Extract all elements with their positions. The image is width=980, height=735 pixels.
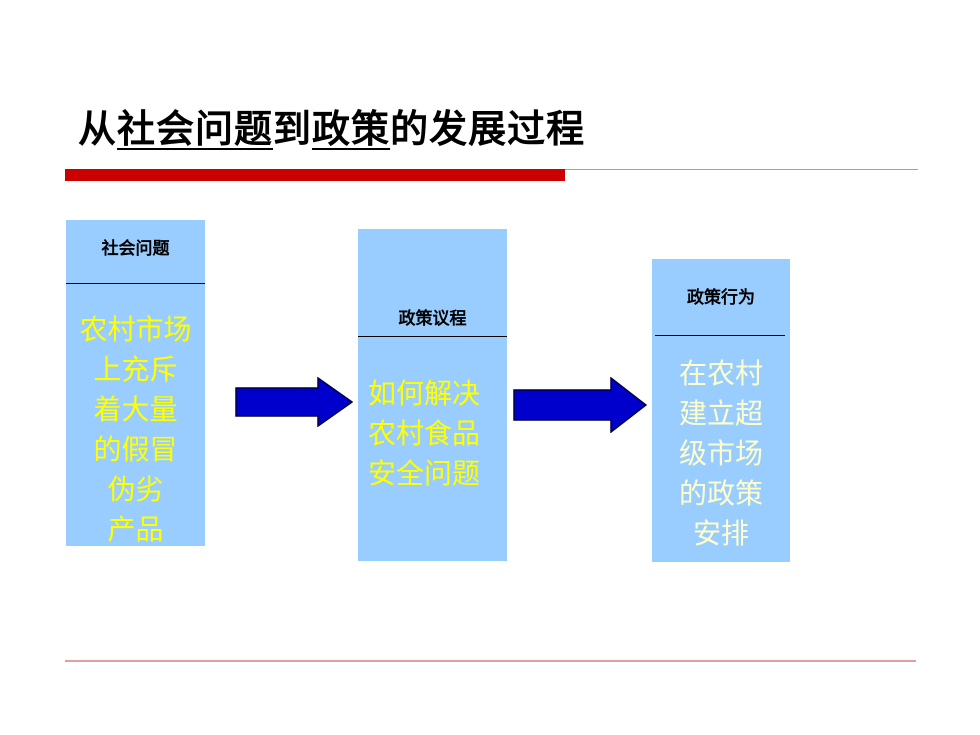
social-problem-box: 社会问题 农村市场 上充斥 着大量 的假冒 伪劣 产品 [66, 220, 205, 546]
policy-agenda-divider [358, 336, 507, 337]
title-part-social-problem: 社会问题 [117, 106, 274, 151]
social-problem-divider [66, 283, 205, 284]
policy-action-divider [655, 335, 785, 336]
title-part-to: 到 [273, 106, 313, 151]
social-problem-text: 农村市场 上充斥 着大量 的假冒 伪劣 产品 [79, 313, 192, 546]
arrow-right-icon [513, 377, 647, 433]
policy-action-text: 在农村 建立超 级市场 的政策 安排 [678, 357, 763, 550]
arrow-right-icon [235, 377, 353, 427]
title-part-process: 的发展过程 [390, 106, 586, 151]
footer-divider-line [65, 660, 916, 662]
slide-title: 从社会问题到政策的发展过程 [78, 98, 585, 153]
social-problem-heading: 社会问题 [101, 239, 170, 259]
title-underline-bar [65, 169, 565, 181]
title-part-policy: 政策 [312, 106, 391, 151]
title-divider-line [565, 169, 918, 170]
policy-agenda-heading: 政策议程 [398, 309, 467, 329]
title-part-from: 从 [78, 106, 118, 151]
policy-action-box: 政策行为 在农村 建立超 级市场 的政策 安排 [652, 259, 790, 562]
policy-agenda-text: 如何解决 农村食品 安全问题 [368, 377, 481, 490]
policy-action-heading: 政策行为 [687, 288, 755, 308]
policy-agenda-box: 政策议程 如何解决 农村食品 安全问题 [358, 229, 507, 561]
